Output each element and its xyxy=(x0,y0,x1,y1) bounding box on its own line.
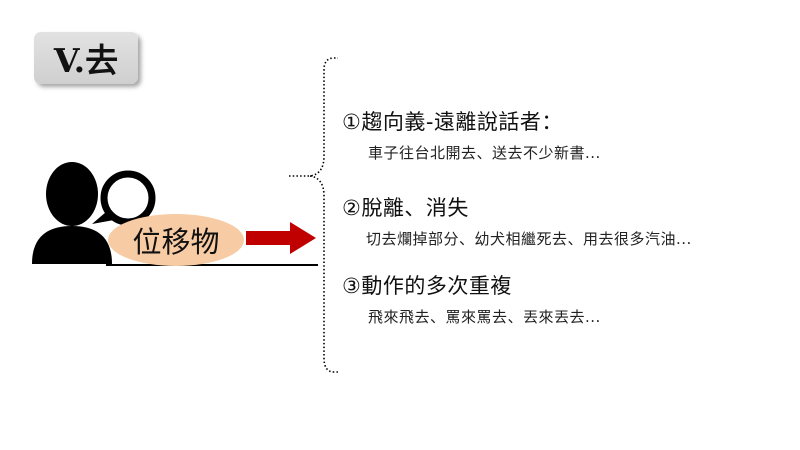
figure xyxy=(28,160,318,280)
item-example: 切去爛掉部分、幼犬相繼死去、用去很多汽油... xyxy=(366,230,692,248)
person-silhouette-icon xyxy=(32,162,156,264)
curly-brace xyxy=(288,57,338,373)
item-title: ③動作的多次重複 xyxy=(342,274,512,298)
item-example: 飛來飛去、罵來罵去、丟來丟去... xyxy=(368,308,601,326)
ground-line xyxy=(106,264,318,266)
list-item: ③動作的多次重複 飛來飛去、罵來罵去、丟來丟去... xyxy=(342,270,601,327)
item-title: ①趨向義-遠離說話者： xyxy=(342,110,563,134)
slide-title: V.去 xyxy=(34,32,138,84)
displaced-object-label: 位移物 xyxy=(108,214,244,266)
list-item: ①趨向義-遠離說話者： 車子往台北開去、送去不少新書... xyxy=(342,106,601,163)
item-title: ②脫離、消失 xyxy=(342,196,469,220)
right-arrow-icon xyxy=(246,222,316,254)
list-item: ②脫離、消失 切去爛掉部分、幼犬相繼死去、用去很多汽油... xyxy=(342,192,692,249)
item-example: 車子往台北開去、送去不少新書... xyxy=(368,144,601,162)
